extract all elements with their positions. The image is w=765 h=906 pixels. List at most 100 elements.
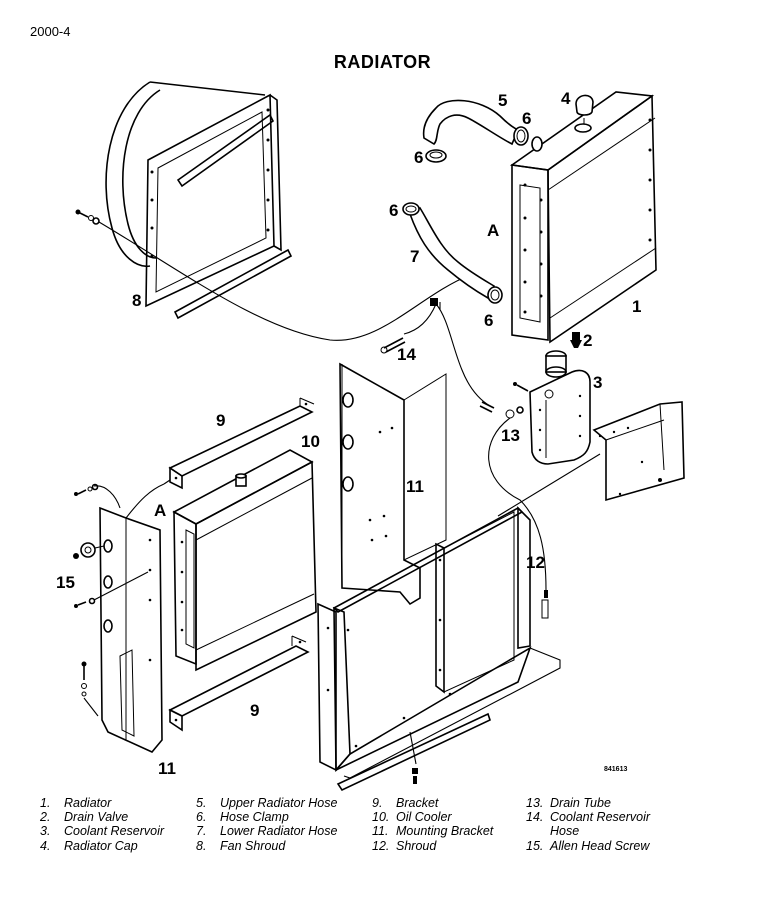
legend-column-2: 5. Upper Radiator Hose 6. Hose Clamp 7. Low… bbox=[196, 796, 337, 853]
bracket-lower bbox=[168, 635, 310, 732]
shroud-bottom-bolt bbox=[412, 768, 418, 784]
legend-label: Allen Head Screw bbox=[550, 838, 650, 853]
hose-clamp-lower-2 bbox=[487, 286, 503, 304]
callout-9-lower: 9 bbox=[250, 701, 259, 720]
legend-item: 13. Drain Tube bbox=[526, 796, 650, 810]
mounting-bracket-left bbox=[93, 483, 165, 753]
legend-label: Fan Shroud bbox=[220, 838, 286, 853]
legend-num: 1. bbox=[40, 796, 51, 810]
hose-clamp-upper-2 bbox=[531, 136, 543, 152]
legend-item: 6. Hose Clamp bbox=[196, 810, 337, 824]
callout-11-center: 11 bbox=[406, 477, 424, 496]
callout-6-left: 6 bbox=[414, 148, 423, 167]
legend-label: Shroud bbox=[396, 838, 437, 853]
callout-13: 13 bbox=[501, 426, 520, 445]
legend-num: 15. bbox=[526, 838, 544, 853]
coolant-reservoir-hose bbox=[380, 298, 491, 407]
legend-item: 2. Drain Valve bbox=[40, 810, 164, 824]
upper-radiator-hose bbox=[422, 99, 520, 146]
mounting-bracket-center bbox=[339, 362, 447, 606]
legend-num: 8. bbox=[196, 838, 207, 853]
legend-item: 4. Radiator Cap bbox=[40, 839, 164, 853]
hose-clamp-left bbox=[425, 149, 447, 163]
legend-label: Coolant Reservoir bbox=[550, 810, 651, 825]
lower-radiator-hose bbox=[409, 206, 496, 300]
callout-15: 15 bbox=[56, 573, 75, 592]
radiator-cap bbox=[575, 94, 594, 124]
legend-item: 14. Coolant Reservoir bbox=[526, 810, 650, 824]
legend-num: 4. bbox=[40, 838, 51, 853]
legend-label: Radiator bbox=[64, 796, 112, 810]
callout-6-upper: 6 bbox=[522, 109, 531, 128]
legend-label: Upper Radiator Hose bbox=[220, 796, 338, 810]
legend-num: 14. bbox=[526, 810, 544, 825]
legend-item: 5. Upper Radiator Hose bbox=[196, 796, 337, 810]
callout-4: 4 bbox=[561, 89, 571, 108]
legend-column-3: 9. Bracket 10. Oil Cooler 11. Mounting Brac… bbox=[372, 796, 493, 853]
legend-column-4: 13.Drain Tube 14.Coolant Reservoir Hose … bbox=[526, 796, 650, 853]
legend-num: 2. bbox=[40, 810, 51, 825]
legend-item: 1. Radiator bbox=[40, 796, 164, 810]
legend-num: 9. bbox=[372, 796, 383, 810]
legend-num: 11. bbox=[372, 824, 389, 839]
allen-head-screw bbox=[73, 542, 105, 559]
legend-label: Hose Clamp bbox=[220, 810, 289, 825]
shroud-bolt bbox=[75, 209, 471, 341]
legend-label: Drain Valve bbox=[64, 810, 129, 825]
legend-label: Radiator Cap bbox=[64, 838, 138, 853]
legend-item: 10. Oil Cooler bbox=[372, 810, 493, 824]
legend-column-1: 1. Radiator 2. Drain Valve 3. Coolant Reser… bbox=[40, 796, 164, 853]
hose-clamp-lower-1 bbox=[402, 202, 420, 216]
callout-14: 14 bbox=[397, 345, 416, 364]
legend-num: 3. bbox=[40, 824, 51, 839]
oil-cooler bbox=[172, 449, 317, 672]
legend-label: Lower Radiator Hose bbox=[220, 824, 338, 839]
legend-num: 10. bbox=[372, 810, 390, 825]
callout-5: 5 bbox=[498, 91, 507, 110]
legend-label: Mounting Bracket bbox=[396, 824, 494, 839]
callout-7: 7 bbox=[410, 247, 419, 266]
legend-label: Hose bbox=[550, 824, 580, 839]
legend-label: Bracket bbox=[396, 796, 439, 810]
page-title: RADIATOR bbox=[333, 52, 432, 72]
callout-9-upper: 9 bbox=[216, 411, 225, 430]
legend-item: 9. Bracket bbox=[372, 796, 493, 810]
legend-label: Oil Cooler bbox=[396, 810, 452, 825]
legend-item: 12. Shroud bbox=[372, 839, 493, 853]
legend-num: 12. bbox=[372, 838, 390, 853]
legend-item: 8. Fan Shroud bbox=[196, 839, 337, 853]
shroud bbox=[317, 506, 561, 792]
legend-num: 13. bbox=[526, 796, 544, 810]
callout-1: 1 bbox=[632, 297, 641, 316]
callout-6-lower: 6 bbox=[389, 201, 398, 220]
legend-label: Coolant Reservoir bbox=[64, 824, 165, 839]
legend-item: 7. Lower Radiator Hose bbox=[196, 824, 337, 838]
callout-3: 3 bbox=[593, 373, 602, 392]
page-code: 2000-4 bbox=[30, 24, 71, 39]
left-bolts bbox=[74, 483, 149, 717]
legend-item: 11. Mounting Bracket bbox=[372, 824, 493, 838]
radiator bbox=[509, 91, 657, 344]
callout-2: 2 bbox=[583, 331, 592, 350]
legend-num bbox=[526, 824, 550, 838]
legend-num: 7. bbox=[196, 824, 207, 839]
drain-valve bbox=[570, 332, 582, 348]
legend-num: 5. bbox=[196, 796, 207, 810]
hose-clamp-upper-1 bbox=[513, 126, 529, 146]
legend-num: 6. bbox=[196, 810, 207, 825]
bracket-upper bbox=[168, 397, 315, 490]
callout-12: 12 bbox=[526, 553, 545, 572]
fan-shroud bbox=[105, 81, 293, 320]
legend-item: 3. Coolant Reservoir bbox=[40, 824, 164, 838]
callout-A-left: A bbox=[154, 501, 166, 520]
callout-8: 8 bbox=[132, 291, 141, 310]
legend-label: Drain Tube bbox=[550, 796, 611, 810]
right-bracket bbox=[497, 401, 685, 517]
legend-item: Hose bbox=[526, 824, 650, 838]
drain-tube bbox=[479, 401, 549, 619]
drawing-code: 841613 bbox=[604, 766, 627, 773]
coolant-reservoir bbox=[513, 350, 591, 465]
callout-10: 10 bbox=[301, 432, 320, 451]
callout-A-radiator: A bbox=[487, 221, 499, 240]
